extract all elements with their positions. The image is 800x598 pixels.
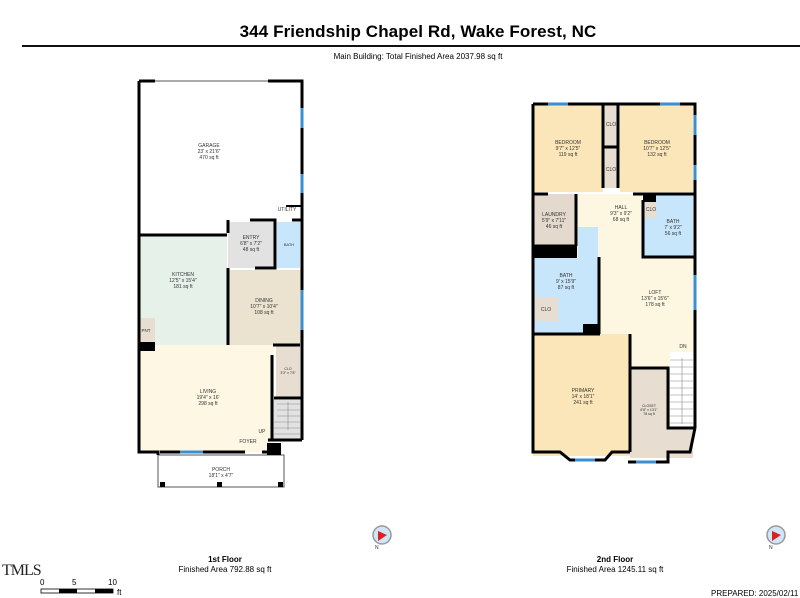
compass-icon-1st: N (372, 525, 392, 551)
label-hall: HALL (615, 205, 628, 211)
label-down: DN (679, 344, 687, 350)
scale-bar: 0 5 10 ft (40, 578, 122, 597)
second-floor-caption: 2nd Floor Finished Area 1245.11 sq ft (550, 555, 680, 575)
total-area-subtitle: Main Building: Total Finished Area 2037.… (333, 52, 503, 61)
label-up: UP (259, 429, 267, 435)
svg-text:0: 0 (40, 578, 45, 587)
label-loft: LOFT (649, 290, 662, 296)
room-closet-bath (535, 297, 558, 321)
tmls-logo: TMLS (2, 562, 42, 579)
first-floor-area: Finished Area 792.88 sq ft (178, 565, 272, 574)
svg-text:46 sq ft: 46 sq ft (546, 224, 563, 230)
svg-text:23' x 21'6": 23' x 21'6" (198, 149, 221, 155)
room-laundry (533, 194, 576, 246)
label-bath-2: BATH (667, 219, 680, 225)
title-divider (22, 45, 800, 47)
svg-text:9'3" x 9'2": 9'3" x 9'2" (610, 211, 632, 217)
label-garage: GARAGE (198, 143, 220, 149)
label-dining: DINING (255, 298, 273, 304)
room-entry (228, 222, 275, 268)
room-primary (533, 334, 630, 456)
label-closet-2b: CLO (606, 167, 616, 173)
svg-text:298 sq ft: 298 sq ft (198, 401, 218, 407)
label-primary: PRIMARY (572, 388, 595, 394)
svg-text:78 sq ft: 78 sq ft (643, 412, 655, 416)
room-porch (157, 454, 285, 488)
room-bath-3 (533, 258, 598, 334)
svg-text:14' x 18'1": 14' x 18'1" (572, 394, 595, 400)
label-entry: ENTRY (243, 235, 261, 241)
stairs-down (670, 352, 693, 428)
svg-text:48 sq ft: 48 sq ft (243, 247, 260, 253)
label-bath-1: BATH (284, 242, 294, 247)
page-title: 344 Friendship Chapel Rd, Wake Forest, N… (239, 22, 597, 41)
svg-text:119 sq ft: 119 sq ft (559, 152, 578, 158)
first-floor-caption: 1st Floor Finished Area 792.88 sq ft (160, 555, 290, 575)
room-closet-primary (630, 368, 670, 458)
label-utility: UTILITY (278, 207, 297, 213)
svg-text:10'7" x 12'5": 10'7" x 12'5" (643, 146, 671, 152)
svg-text:470 sq ft: 470 sq ft (199, 155, 219, 161)
second-floor-title: 2nd Floor (596, 555, 634, 564)
room-closet-2b (603, 148, 618, 188)
second-floor-area: Finished Area 1245.11 sq ft (566, 565, 664, 574)
svg-text:9' x 15'9": 9' x 15'9" (556, 279, 576, 285)
room-bath-1 (277, 222, 300, 268)
svg-text:N: N (769, 545, 773, 551)
svg-text:108 sq ft: 108 sq ft (254, 310, 274, 316)
svg-text:6'8" x 7'2": 6'8" x 7'2" (240, 241, 262, 247)
label-bedroom-1: BEDROOM (555, 140, 581, 146)
stairs-up (273, 400, 301, 440)
svg-text:56 sq ft: 56 sq ft (665, 231, 682, 237)
room-pantry (139, 318, 155, 342)
compass-icon-2nd: N (766, 525, 786, 551)
svg-text:10'7" x 10'4": 10'7" x 10'4" (250, 304, 278, 310)
label-living: LIVING (200, 389, 217, 395)
room-closet-1 (276, 345, 300, 398)
svg-text:ft: ft (117, 588, 122, 597)
label-pantry: PNT (142, 328, 151, 333)
svg-text:10: 10 (108, 578, 117, 587)
svg-text:18'1" x 4'7": 18'1" x 4'7" (209, 473, 234, 479)
svg-text:6'8" x 13'1": 6'8" x 13'1" (640, 408, 658, 412)
first-floor-plan: GARAGE 23' x 21'6" 470 sq ft UTILITY ENT… (137, 79, 304, 488)
svg-text:3'3" x 7'8": 3'3" x 7'8" (280, 371, 296, 375)
svg-text:5'9" x 7'11": 5'9" x 7'11" (542, 218, 566, 224)
first-floor-title: 1st Floor (208, 555, 242, 564)
label-closet-primary: CLOSET (642, 404, 657, 408)
svg-text:132 sq ft: 132 sq ft (647, 152, 667, 158)
svg-text:19'4" x 16': 19'4" x 16' (197, 395, 220, 401)
svg-text:241 sq ft: 241 sq ft (573, 400, 593, 406)
label-foyer: FOYER (239, 439, 257, 445)
room-living (139, 345, 274, 450)
svg-text:87 sq ft: 87 sq ft (558, 285, 575, 291)
room-garage (139, 81, 302, 234)
label-closet-hall: CLO (646, 207, 656, 213)
svg-text:68 sq ft: 68 sq ft (613, 217, 630, 223)
svg-text:5: 5 (72, 578, 77, 587)
svg-text:181 sq ft: 181 sq ft (173, 284, 193, 290)
label-closet-2a: CLO (606, 122, 616, 128)
label-porch: PORCH (212, 467, 230, 473)
label-laundry: LAUNDRY (542, 212, 566, 218)
second-floor-plan: BEDROOM 9'7" x 12'5" 119 sq ft CLO BEDRO… (531, 102, 697, 464)
label-bath-3: BATH (560, 273, 573, 279)
label-kitchen: KITCHEN (172, 272, 194, 278)
room-dining (227, 270, 302, 345)
svg-text:178 sq ft: 178 sq ft (645, 302, 665, 308)
room-bedroom-2 (620, 104, 693, 192)
label-closet-1: CLO (284, 367, 291, 371)
label-closet-bath: CLO (541, 307, 551, 313)
room-closet-2a (603, 104, 618, 146)
svg-text:7' x 9'2": 7' x 9'2" (664, 225, 682, 231)
svg-text:12'5" x 15'4": 12'5" x 15'4" (169, 278, 197, 284)
svg-text:9'7" x 12'5": 9'7" x 12'5" (556, 146, 581, 152)
prepared-date: PREPARED: 2025/02/11 (711, 589, 799, 598)
label-bedroom-2: BEDROOM (644, 140, 670, 146)
svg-text:N: N (375, 545, 379, 551)
svg-text:13'6" x 15'6": 13'6" x 15'6" (641, 296, 669, 302)
room-bedroom-1 (533, 104, 603, 192)
